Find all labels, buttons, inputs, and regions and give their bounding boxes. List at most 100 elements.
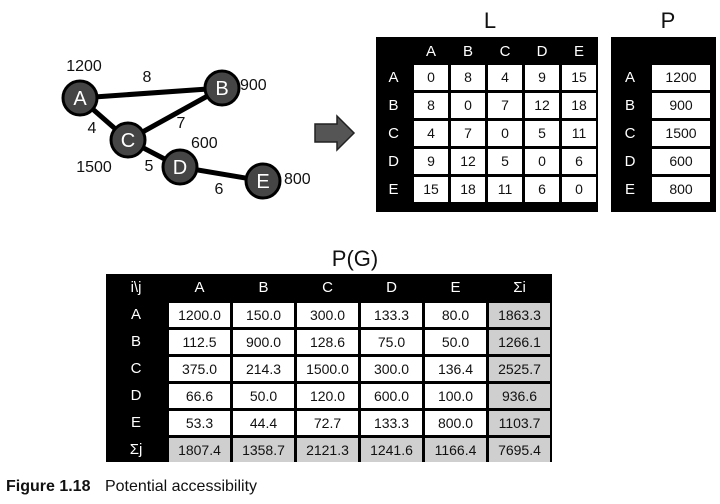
matrix-L-cell: 12: [525, 93, 559, 118]
matrix-L-cell: 6: [562, 149, 596, 174]
node-weight-B: 900: [240, 77, 267, 94]
matrix-L-cell: 8: [414, 93, 448, 118]
matrix-PG-sum-cell: 1807.4: [169, 438, 230, 462]
matrix-L-col-header: D: [536, 43, 548, 60]
vector-P-row-header: B: [624, 97, 635, 114]
vector-P-row-header: D: [624, 153, 636, 170]
matrix-L-cell: 0: [488, 121, 522, 146]
edge-label-B-C: 7: [177, 115, 186, 132]
matrix-PG-row-header: A: [130, 306, 141, 323]
matrix-PG-cell: 214.3: [233, 357, 294, 381]
matrix-L-row-header: C: [388, 125, 399, 142]
matrix-PG-cell: 66.6: [169, 384, 230, 408]
caption-label: Figure 1.18: [6, 478, 91, 495]
matrix-L-cell: 4: [414, 121, 448, 146]
node-label-C: C: [121, 130, 135, 152]
matrix-PG-cell: 136.4: [425, 357, 486, 381]
matrix-PG-cell: 112.5: [169, 330, 230, 354]
matrix-PG-sum-cell: 2121.3: [297, 438, 358, 462]
matrix-L-cell: 18: [451, 177, 485, 202]
edge-label-A-B: 8: [143, 69, 152, 86]
matrix-PG-row-header: D: [130, 387, 142, 404]
matrix-L-cell: 9: [414, 149, 448, 174]
node-B: [203, 69, 241, 107]
matrix-PG-row-header: E: [130, 414, 141, 431]
right-arrow-icon: [314, 114, 356, 152]
matrix-L-cell: 0: [525, 149, 559, 174]
matrix-PG-cell: 300.0: [297, 303, 358, 327]
matrix-PG-row-header: C: [130, 360, 142, 377]
matrix-L-cell: 0: [414, 65, 448, 90]
matrix-PG-cell: 150.0: [233, 303, 294, 327]
matrix-PG-cell: 1200.0: [169, 303, 230, 327]
matrix-L-col-header: E: [573, 43, 584, 60]
matrix-L-col-header: B: [462, 43, 473, 60]
vector-P-row-header: E: [624, 181, 635, 198]
matrix-L-cell: 4: [488, 65, 522, 90]
matrix-L-row-header: E: [388, 181, 399, 198]
matrix-PG-cell: 72.7: [297, 411, 358, 435]
matrix-PG-col-header: Σi: [513, 279, 526, 296]
matrix-L-col-header: A: [425, 43, 436, 60]
matrix-L-cell: 5: [488, 149, 522, 174]
matrix-PG-cell: 50.0: [425, 330, 486, 354]
vector-P-title: P: [660, 8, 676, 33]
matrix-PG-corner: i\j: [130, 279, 142, 296]
node-C: [109, 121, 147, 159]
matrix-L-cell: 18: [562, 93, 596, 118]
matrix-PG-sum-cell: 1266.1: [489, 330, 550, 354]
matrix-PG-sum-cell: 1103.7: [489, 411, 550, 435]
matrix-PG-cell: 133.3: [361, 303, 422, 327]
matrix-PG-sum-cell: 1241.6: [361, 438, 422, 462]
node-E: [244, 162, 282, 200]
matrix-L-cell: 5: [525, 121, 559, 146]
matrix-L-cell: 0: [451, 93, 485, 118]
matrix-L-cell: 11: [562, 121, 596, 146]
matrix-PG-cell: 128.6: [297, 330, 358, 354]
matrix-L-cell: 7: [488, 93, 522, 118]
matrix-PG-sum-cell: 1863.3: [489, 303, 550, 327]
edge-label-A-C: 4: [88, 120, 97, 137]
node-label-E: E: [256, 171, 269, 193]
matrix-PG-row-header: B: [130, 333, 141, 350]
edge-label-C-D: 5: [145, 158, 154, 175]
matrix-L-cell: 11: [488, 177, 522, 202]
matrix-PG-title: P(G): [331, 246, 379, 271]
matrix-PG-cell: 75.0: [361, 330, 422, 354]
vector-P-cell: 800: [652, 177, 710, 202]
matrix-L-cell: 15: [414, 177, 448, 202]
vector-P-header: [652, 40, 710, 63]
matrix-PG-cell: 133.3: [361, 411, 422, 435]
node-weight-D: 600: [191, 135, 218, 152]
matrix-L-cell: 15: [562, 65, 596, 90]
edge-A-B: [79, 85, 223, 101]
matrix-PG-sum-cell: 2525.7: [489, 357, 550, 381]
matrix-PG-cell: 375.0: [169, 357, 230, 381]
node-D: [161, 148, 199, 186]
vector-P-cell: 1500: [652, 121, 710, 146]
matrix-PG-col-header: C: [322, 279, 333, 296]
matrix-PG-col-header: B: [258, 279, 269, 296]
node-weight-A: 1200: [66, 58, 102, 75]
vector-P-row-header: C: [624, 125, 636, 142]
matrix-PG-col-header: A: [194, 279, 205, 296]
matrix-PG-cell: 900.0: [233, 330, 294, 354]
matrix-PG-sum-cell: 7695.4: [489, 438, 550, 462]
vector-P-cell: 600: [652, 149, 710, 174]
matrix-PG-sum-cell: 1166.4: [425, 438, 486, 462]
matrix-PG-cell: 50.0: [233, 384, 294, 408]
node-weight-E: 800: [284, 171, 311, 188]
matrix-L-title: L: [483, 8, 497, 33]
node-label-A: A: [73, 88, 87, 110]
matrix-L-cell: 7: [451, 121, 485, 146]
matrix-PG-cell: 44.4: [233, 411, 294, 435]
node-label-B: B: [215, 78, 228, 100]
matrix-PG-cell: 120.0: [297, 384, 358, 408]
matrix-L-col-header: C: [499, 43, 511, 60]
matrix-PG-sum-cell: 936.6: [489, 384, 550, 408]
matrix-L-row-header: D: [388, 153, 399, 170]
